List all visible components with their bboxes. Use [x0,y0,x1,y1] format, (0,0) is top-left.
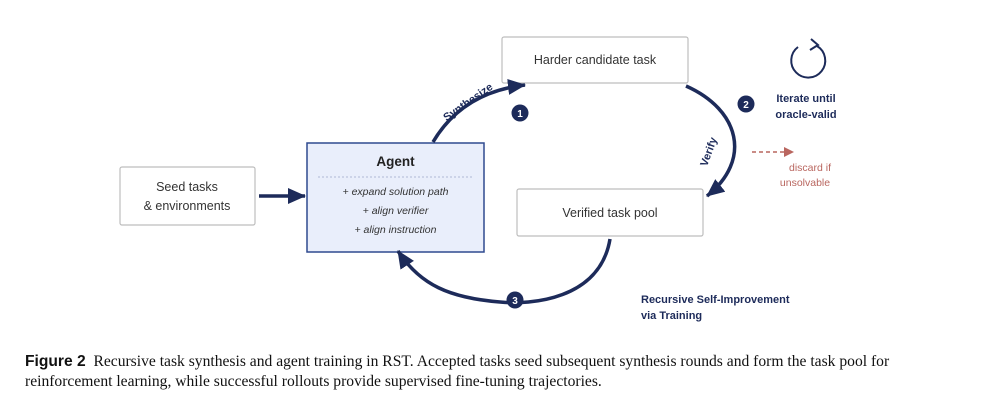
iterate-note-line2: oracle-valid [775,109,836,121]
iterate-note-line1: Iterate until [776,93,835,105]
seed-box-line2: & environments [144,199,231,213]
step-1-number: 1 [517,109,523,120]
figure-caption-text: Recursive task synthesis and agent train… [25,353,890,390]
discard-note-line2: unsolvable [780,177,830,189]
step-3-number: 3 [512,296,518,307]
agent-title: Agent [376,154,415,169]
iterate-cycle-icon [790,38,827,79]
step-2-badge: 2 [737,95,755,113]
training-loop-arrow [396,238,612,305]
discard-note-line1: discard if [789,162,831,174]
figure-label: Figure 2 [25,353,86,370]
synthesize-arrow [431,79,526,143]
rst-diagram: Seed tasks & environments Agent + expand… [119,36,837,322]
rsi-note-line1: Recursive Self-Improvement [641,294,790,306]
agent-item-3: + align instruction [354,224,436,236]
step-1-badge: 1 [511,104,529,122]
step-2-number: 2 [743,100,749,111]
synthesize-label: Synthesize [441,81,495,124]
candidate-task-box: Harder candidate task [501,36,689,84]
verify-arrow [685,84,737,198]
verified-pool-label: Verified task pool [562,206,657,220]
rsi-note-line2: via Training [641,310,702,322]
agent-item-2: + align verifier [363,205,429,217]
candidate-task-label: Harder candidate task [534,53,657,67]
agent-box: Agent + expand solution path + align ver… [306,142,485,253]
step-3-badge: 3 [506,291,524,309]
seed-box-line1: Seed tasks [156,180,218,194]
figure-caption: Figure 2 Recursive task synthesis and ag… [25,352,970,392]
verify-label: Verify [698,135,720,168]
verified-pool-box: Verified task pool [516,188,704,237]
agent-item-1: + expand solution path [343,186,449,198]
seed-tasks-box: Seed tasks & environments [119,166,256,226]
